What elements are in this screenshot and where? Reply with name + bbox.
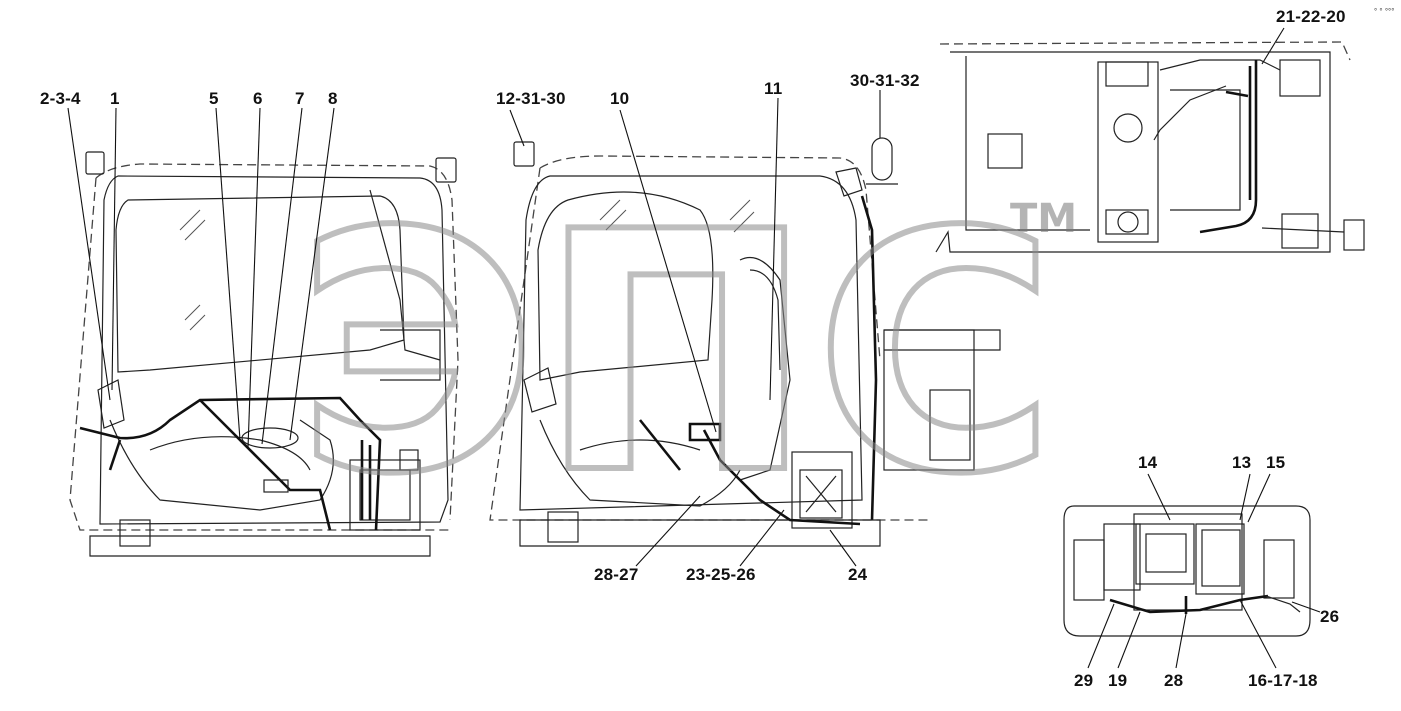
bottom-panel-view [1063,505,1311,637]
callout-5: 5 [209,89,219,108]
callout-10: 10 [610,89,629,108]
callout-30-31-32: 30-31-32 [850,71,920,90]
mirror-mid-icon [513,141,535,167]
beacon-icon [871,137,893,181]
callout-29: 29 [1074,671,1093,690]
watermark-logo: ЭПС TM [293,159,1077,549]
callout-2-3-4: 2-3-4 [40,89,81,108]
callout-24: 24 [848,565,868,584]
callout-16-17-18: 16-17-18 [1248,671,1318,690]
callout-11: 11 [764,79,782,98]
callout-26: 26 [1320,607,1339,626]
middle-cab-view [489,137,1001,547]
top-plan-view [935,41,1365,253]
callout-12-31-30: 12-31-30 [496,89,566,108]
callout-14: 14 [1138,453,1158,472]
corner-mark: ° ° °°° [1374,7,1394,16]
callout-15: 15 [1266,453,1285,472]
mirror-left-icon [85,151,105,175]
callout-28-27: 28-27 [594,565,638,584]
mirror-right-icon [435,157,457,183]
callout-labels: 2-3-4 1 5 6 7 8 12-31-30 10 11 30-31-32 … [40,7,1394,690]
watermark-logo-text: ЭПС [296,162,1057,546]
callout-13: 13 [1232,453,1251,472]
callout-1: 1 [110,89,120,108]
callout-8: 8 [328,89,338,108]
callout-19: 19 [1108,671,1127,690]
callout-23-25-26: 23-25-26 [686,565,756,584]
leader-lines [67,27,1321,669]
left-cab-view [69,151,459,557]
callout-21-22-20: 21-22-20 [1276,7,1346,26]
callout-28: 28 [1164,671,1183,690]
callout-6: 6 [253,89,263,108]
watermark-tm: TM [1010,196,1077,242]
callout-7: 7 [295,89,305,108]
